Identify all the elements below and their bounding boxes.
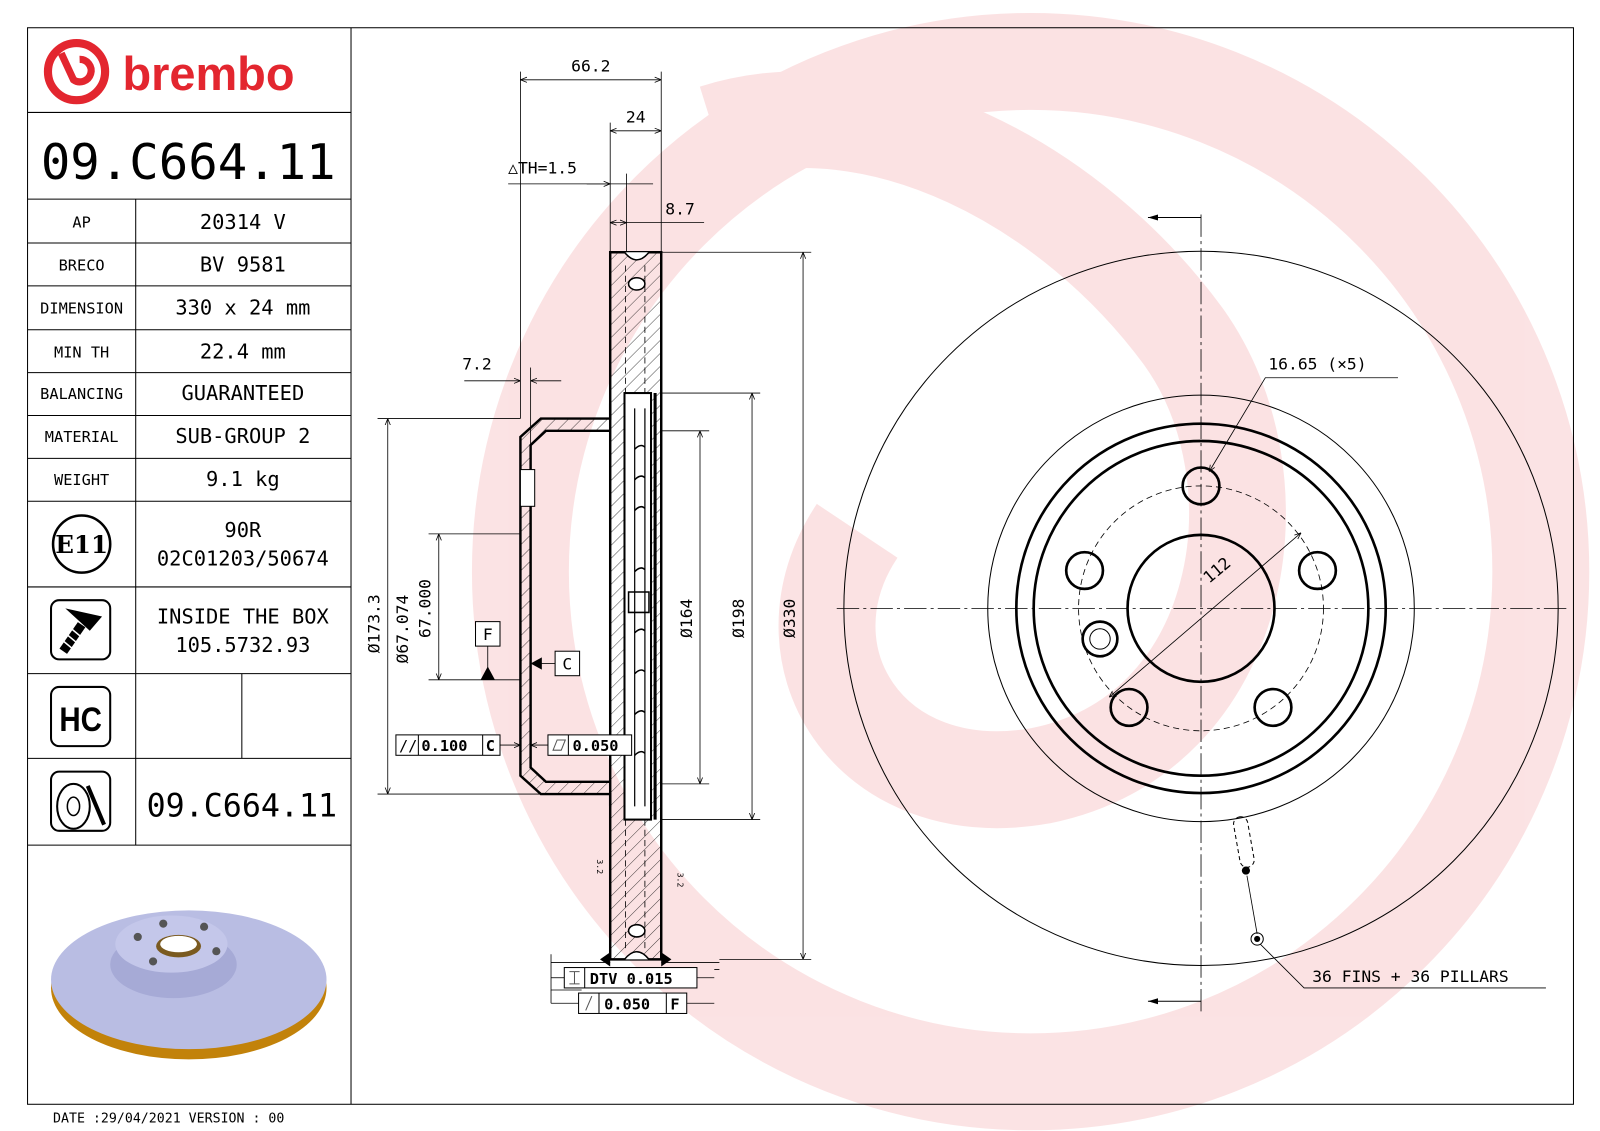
svg-text:E11: E11 xyxy=(55,530,108,559)
dim-overall-width: 66.2 xyxy=(571,57,610,76)
dim-dia-173: Ø173.3 xyxy=(365,594,384,653)
spec-value-balancing: GUARANTEED xyxy=(181,381,304,405)
title-block: brembo 09.C664.11 AP 20314 V BRECO BV 95… xyxy=(27,38,352,1060)
e11-certification-icon: E11 xyxy=(51,514,112,574)
inside-box-label: INSIDE THE BOX xyxy=(157,605,330,629)
spec-label-min-th: MIN TH xyxy=(54,343,109,361)
svg-text:0.050: 0.050 xyxy=(572,737,618,755)
dtv-tolerance: DTV 0.015 xyxy=(550,952,720,991)
dim-dia-198: Ø198 xyxy=(729,599,748,638)
roughness-right: 3.2 xyxy=(676,873,686,888)
bolt-hole-label: 16.65 (×5) xyxy=(1268,355,1366,374)
spec-label-material: MATERIAL xyxy=(45,428,119,446)
spec-value-dimension: 330 x 24 mm xyxy=(175,295,310,319)
dim-dia-164: Ø164 xyxy=(677,598,696,637)
datum-f: F xyxy=(483,625,493,644)
parallelism-tolerance: // 0.100 C xyxy=(395,734,521,756)
roughness-left: 3.2 xyxy=(595,859,605,874)
dim-7-2: 7.2 xyxy=(462,355,491,374)
dim-dia-67-min: 67.000 xyxy=(416,579,435,638)
svg-text:C: C xyxy=(486,737,495,755)
drawing-frame xyxy=(27,27,1574,1105)
section-view: 66.2 24 △TH=1.5 8.7 7.2 Ø173.3 Ø67.074 6… xyxy=(365,57,812,1014)
spec-value-min-th: 22.4 mm xyxy=(200,339,286,363)
spec-table: AP 20314 V BRECO BV 9581 DIMENSION 330 x… xyxy=(27,210,352,846)
spec-label-ap: AP xyxy=(72,214,90,232)
spec-label-breco: BRECO xyxy=(59,257,105,275)
spec-value-breco: BV 9581 xyxy=(200,253,286,277)
spec-label-weight: WEIGHT xyxy=(54,471,109,489)
dim-thickness: 24 xyxy=(626,108,646,127)
bottom-part-number: 09.C664.11 xyxy=(147,789,337,825)
spec-label-balancing: BALANCING xyxy=(40,385,123,403)
logo-wordmark: brembo xyxy=(122,48,294,100)
brake-disc-icon xyxy=(50,770,112,832)
bolt-hole xyxy=(1064,550,1105,591)
part-number: 09.C664.11 xyxy=(41,134,336,191)
brembo-logo: brembo xyxy=(43,38,295,105)
fins-label: 36 FINS + 36 PILLARS xyxy=(1312,967,1508,986)
brake-disc-render xyxy=(51,910,327,1060)
runout-tolerance: 0.050 F xyxy=(550,989,715,1014)
cert-line-2: 02C01203/50674 xyxy=(157,547,329,571)
flatness-tolerance: 0.050 xyxy=(530,734,633,756)
cert-line-1: 90R xyxy=(224,518,262,542)
svg-text:0.050: 0.050 xyxy=(604,995,650,1013)
spec-value-weight: 9.1 kg xyxy=(206,467,280,491)
dim-dia-67-max: Ø67.074 xyxy=(393,595,412,664)
front-view: 112 16.65 (×5) 36 FINS + 36 PILLARS xyxy=(836,214,1569,1013)
dim-8-7: 8.7 xyxy=(665,199,694,218)
svg-text:F: F xyxy=(670,995,679,1013)
spec-label-dimension: DIMENSION xyxy=(40,299,123,317)
datum-c: C xyxy=(562,655,572,674)
svg-text://: // xyxy=(399,737,417,755)
inside-box-part: 105.5732.93 xyxy=(175,633,310,657)
spec-value-ap: 20314 V xyxy=(200,210,286,234)
spec-value-material: SUB-GROUP 2 xyxy=(175,424,310,448)
screw-icon xyxy=(50,599,112,661)
svg-text:0.100: 0.100 xyxy=(421,737,467,755)
svg-text:DTV 0.015: DTV 0.015 xyxy=(590,970,673,988)
footer-date-version: DATE :29/04/2021 VERSION : 00 xyxy=(53,1112,284,1127)
svg-text:HC: HC xyxy=(59,700,102,739)
delta-th-label: △TH=1.5 xyxy=(508,159,577,178)
dim-dia-330: Ø330 xyxy=(780,599,799,638)
hc-icon: HC xyxy=(50,685,112,748)
